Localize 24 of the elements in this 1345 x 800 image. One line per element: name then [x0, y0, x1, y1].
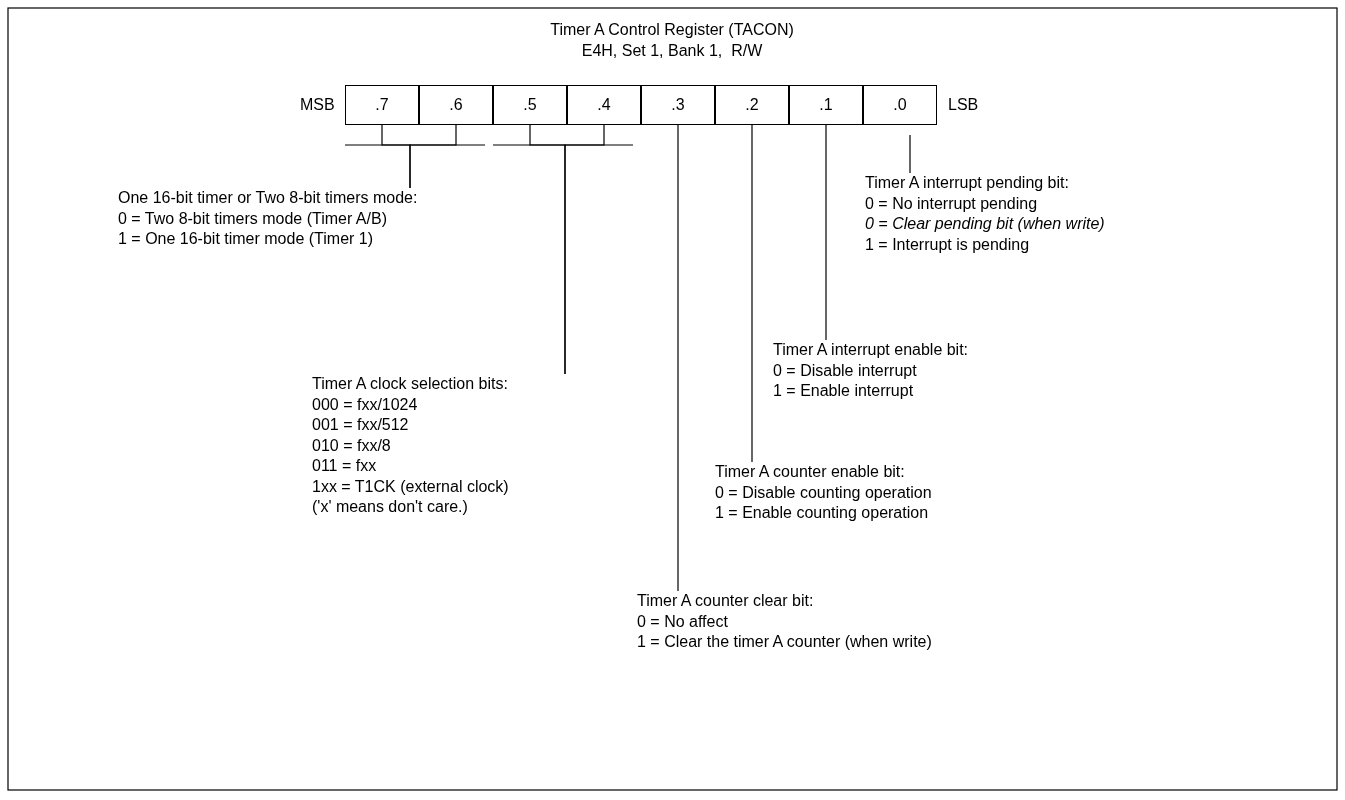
leader-line: [564, 124, 605, 375]
lsb-label: LSB: [948, 95, 979, 115]
register-bit-cell: .1: [789, 85, 863, 125]
register-address: E4H, Set 1, Bank 1, R/W: [581, 41, 763, 61]
bit-description: Timer A interrupt pending bit: 0 = No interrupt pending 0 = Clear pending bit (when write) 1 = Interrupt is pending: [865, 173, 1165, 255]
bit-description: Timer A counter enable bit: 0 = Disable counting operation 1 = Enable counting operation: [715, 462, 1015, 524]
register-title: Timer A Control Register (TACON): [550, 20, 794, 40]
leader-line: [825, 124, 827, 341]
register-bit-cell: .5: [493, 85, 567, 125]
register-bit-cell: .4: [567, 85, 641, 125]
bit-description: Timer A clock selection bits: 000 = fxx/1024 001 = fxx/512 010 = fxx/8 011 = fxx 1xx = T1CK (external clock) ('x' means don't care.): [312, 374, 572, 518]
leader-line: [677, 124, 679, 592]
register-bit-cell: .3: [641, 85, 715, 125]
bit-description: Timer A interrupt enable bit: 0 = Disable interrupt 1 = Enable interrupt: [773, 340, 1073, 402]
msb-label: MSB: [300, 95, 335, 115]
register-bit-cell: .0: [863, 85, 937, 125]
register-bit-cell: .7: [345, 85, 419, 125]
bit-description: One 16-bit timer or Two 8-bit timers mode: 0 = Two 8-bit timers mode (Timer A/B) 1 = One 16-bit timer mode (Timer 1): [118, 188, 478, 250]
leader-line: [409, 124, 457, 189]
register-bit-cell: .2: [715, 85, 789, 125]
leader-line: [909, 134, 911, 174]
leader-line: [751, 124, 753, 463]
register-bit-cell: .6: [419, 85, 493, 125]
bit-description: Timer A counter clear bit: 0 = No affect 1 = Clear the timer A counter (when write): [637, 591, 997, 653]
